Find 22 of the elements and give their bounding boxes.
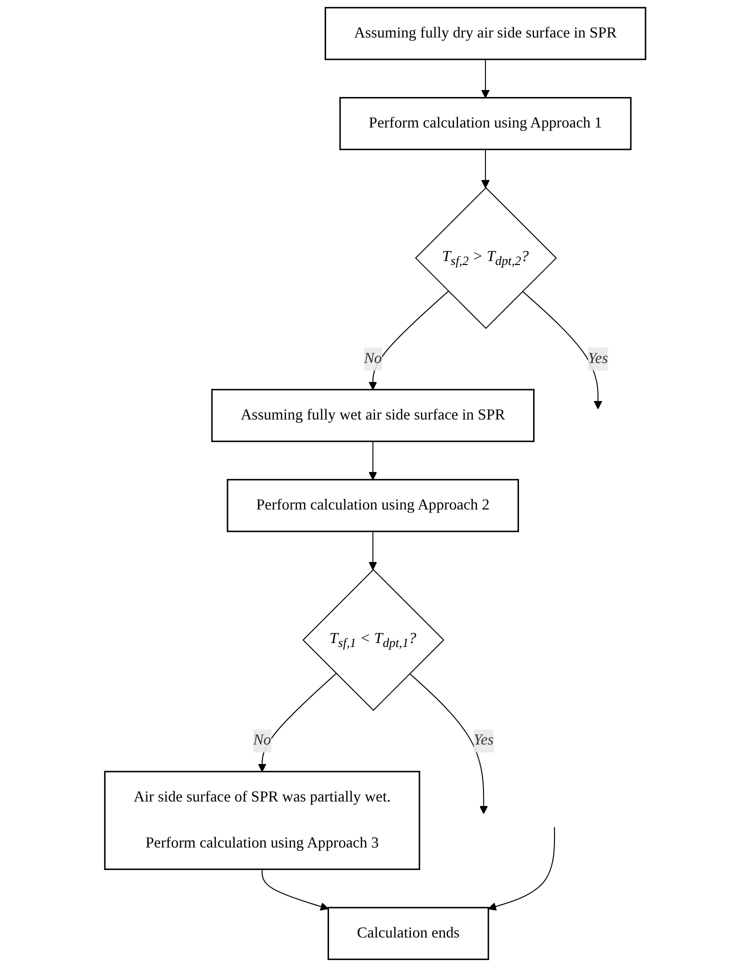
edge-label: Yes (474, 732, 494, 749)
node-box: Calculation ends (328, 906, 490, 960)
node-diamond: T$_{sf,1}$ < T$_{dpt,1}$? (302, 569, 445, 711)
edge-label: Yes (588, 350, 608, 367)
arrow (368, 440, 378, 480)
node-box: Assuming fully dry air side surface in SPR (324, 6, 647, 60)
node-box: Assuming fully wet air side surface in SPR (212, 388, 535, 442)
arrow (262, 868, 329, 911)
arrow (368, 530, 378, 570)
arrow (522, 290, 603, 410)
node-box: Perform calculation using Approach 1 (340, 97, 632, 150)
arrow (482, 58, 490, 98)
node-box: Perform calculation using Approach 2 (227, 478, 520, 532)
arrow (368, 290, 450, 390)
node-box: Air side surface of SPR was partially wet. Perform calculation using Approach 3 (104, 770, 420, 870)
arrow (482, 148, 490, 188)
edge-label: No (254, 732, 272, 749)
edge-label: No (364, 350, 382, 367)
arrow (258, 673, 337, 772)
arrow (409, 673, 488, 814)
arrow (488, 826, 556, 911)
node-diamond: T$_{sf,2}$ > T$_{dpt,2}$? (415, 187, 558, 329)
